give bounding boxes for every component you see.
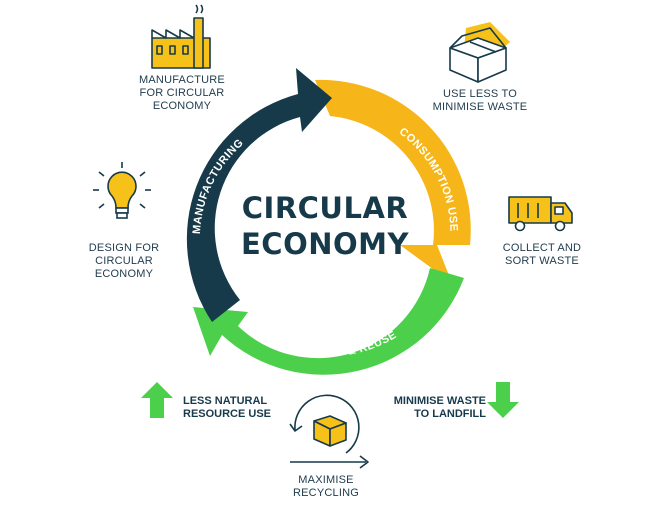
consumption-arc	[315, 79, 471, 283]
recycle-box-icon	[289, 394, 369, 469]
manufacture-line3: ECONOMY	[152, 100, 212, 112]
center-title: CIRCULAR ECONOMY	[240, 190, 410, 262]
factory-icon	[151, 4, 211, 69]
design-label: DESIGN FOR CIRCULAR ECONOMY	[72, 242, 176, 281]
minimise-landfill-line2: TO LANDFILL	[414, 408, 486, 420]
minimise-landfill-line1: MINIMISE WASTE	[393, 395, 486, 407]
maximise-recycling-label: MAXIMISE RECYCLING	[276, 474, 376, 500]
arrow-up-icon	[141, 382, 173, 418]
less-resource-line2: RESOURCE USE	[183, 408, 272, 420]
use-less-line1: USE LESS TO	[443, 88, 517, 100]
maximise-recycling-line2: RECYCLING	[293, 487, 359, 499]
collect-line2: SORT WASTE	[505, 255, 579, 267]
design-line2: CIRCULAR	[95, 255, 153, 267]
design-line3: ECONOMY	[94, 268, 154, 280]
use-less-line2: MINIMISE WASTE	[432, 101, 528, 113]
manufacture-line1: MANUFACTURE	[139, 74, 225, 86]
less-resource-label: LESS NATURAL RESOURCE USE	[183, 395, 303, 421]
manufacturing-arc	[186, 68, 332, 322]
recycling-arc	[193, 268, 464, 375]
collect-line1: COLLECT AND	[502, 242, 582, 254]
arrow-down-icon	[487, 382, 519, 418]
collect-label: COLLECT AND SORT WASTE	[490, 242, 594, 268]
box-icon	[449, 22, 510, 83]
design-line1: DESIGN FOR	[88, 242, 160, 254]
use-less-label: USE LESS TO MINIMISE WASTE	[428, 88, 532, 114]
maximise-recycling-line1: MAXIMISE	[298, 474, 354, 486]
minimise-landfill-label: MINIMISE WASTE TO LANDFILL	[386, 395, 486, 421]
manufacture-line2: FOR CIRCULAR	[139, 87, 225, 99]
manufacture-label: MANUFACTURE FOR CIRCULAR ECONOMY	[130, 74, 234, 113]
center-title-line1: CIRCULAR	[241, 191, 409, 225]
truck-icon	[508, 196, 573, 232]
center-title-line2: ECONOMY	[240, 227, 410, 261]
less-resource-line1: LESS NATURAL	[183, 395, 268, 407]
lightbulb-icon	[93, 162, 151, 219]
